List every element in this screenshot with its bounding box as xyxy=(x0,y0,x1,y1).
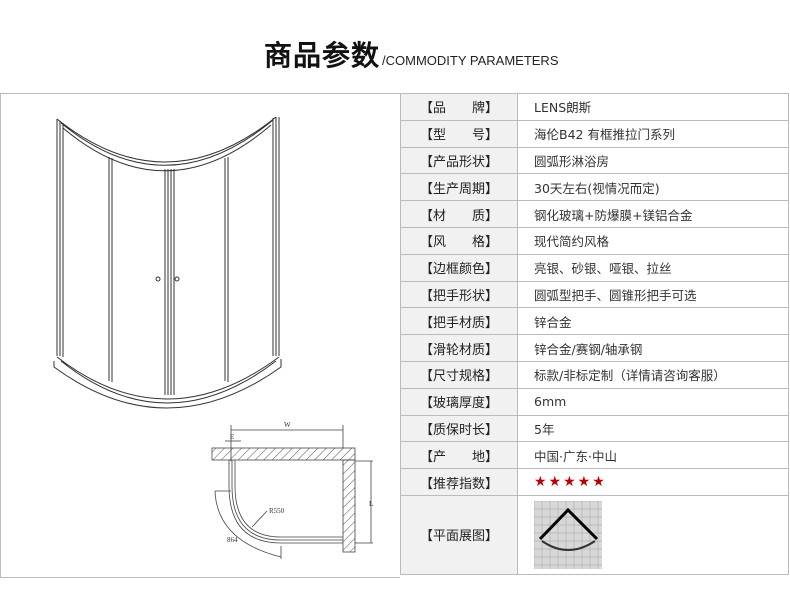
dim-r: R550 xyxy=(269,507,285,515)
param-label: 【把手材质】 xyxy=(400,307,518,336)
param-value: 5年 xyxy=(517,414,789,443)
param-value: 圆弧形淋浴房 xyxy=(517,146,789,175)
rating-stars: ★★★★★ xyxy=(517,468,789,496)
params-table: 【品 牌】LENS朗斯【型 号】海伦B42 有框推拉门系列【产品形状】圆弧形淋浴… xyxy=(400,93,789,575)
param-row: 【玻璃厚度】6mm xyxy=(400,387,789,416)
param-label: 【滑轮材质】 xyxy=(400,334,518,362)
param-row: 【尺寸规格】标款/非标定制（详情请咨询客服） xyxy=(400,360,789,389)
param-row: 【推荐指数】★★★★★ xyxy=(400,468,789,496)
param-value: 现代简约风格 xyxy=(517,226,789,255)
param-value: 钢化玻璃+防爆膜+镁铝合金 xyxy=(517,200,789,228)
param-value xyxy=(517,494,789,575)
param-row: 【把手材质】锌合金 xyxy=(400,307,789,336)
param-label: 【材 质】 xyxy=(400,200,518,228)
param-value: 亮银、砂银、哑银、拉丝 xyxy=(517,253,789,282)
param-value: 6mm xyxy=(517,387,789,416)
param-label: 【生产周期】 xyxy=(400,173,518,202)
floor-plan-drawing: W E L R550 864 xyxy=(211,421,373,559)
param-label: 【边框颜色】 xyxy=(400,253,518,282)
param-label: 【产 地】 xyxy=(400,441,518,470)
param-row: 【风 格】现代简约风格 xyxy=(400,226,789,255)
title-en: /COMMODITY PARAMETERS xyxy=(382,53,559,68)
param-row: 【产品形状】圆弧形淋浴房 xyxy=(400,146,789,175)
param-row: 【把手形状】圆弧型把手、圆锥形把手可选 xyxy=(400,280,789,309)
param-row: 【边框颜色】亮银、砂银、哑银、拉丝 xyxy=(400,253,789,282)
param-row: 【生产周期】30天左右(视情况而定) xyxy=(400,173,789,202)
param-value: LENS朗斯 xyxy=(517,93,789,121)
param-label: 【推荐指数】 xyxy=(400,468,518,496)
param-value: 海伦B42 有框推拉门系列 xyxy=(517,119,789,148)
param-row: 【品 牌】LENS朗斯 xyxy=(400,93,789,121)
param-value: 标款/非标定制（详情请咨询客服） xyxy=(517,360,789,389)
param-value: 中国·广东·中山 xyxy=(517,441,789,470)
param-label: 【平面展图】 xyxy=(400,494,518,575)
param-value: 30天左右(视情况而定) xyxy=(517,173,789,202)
dim-l: L xyxy=(369,500,373,508)
param-row: 【型 号】海伦B42 有框推拉门系列 xyxy=(400,119,789,148)
param-label: 【型 号】 xyxy=(400,119,518,148)
page-title: 商品参数 /COMMODITY PARAMETERS xyxy=(264,34,559,74)
param-value: 锌合金/赛钢/轴承钢 xyxy=(517,334,789,362)
param-row: 【材 质】钢化玻璃+防爆膜+镁铝合金 xyxy=(400,200,789,228)
param-row: 【产 地】中国·广东·中山 xyxy=(400,441,789,470)
param-label: 【产品形状】 xyxy=(400,146,518,175)
param-value: 圆弧型把手、圆锥形把手可选 xyxy=(517,280,789,309)
param-label: 【质保时长】 xyxy=(400,414,518,443)
title-cn: 商品参数 xyxy=(264,39,381,72)
param-row: 【滑轮材质】锌合金/赛钢/轴承钢 xyxy=(400,334,789,362)
dim-arc: 864 xyxy=(227,536,238,544)
param-label: 【尺寸规格】 xyxy=(400,360,518,389)
param-row: 【质保时长】5年 xyxy=(400,414,789,443)
param-label: 【把手形状】 xyxy=(400,280,518,309)
param-row: 【平面展图】 xyxy=(400,494,789,575)
dim-e: E xyxy=(230,433,234,441)
dim-w: W xyxy=(284,421,291,429)
param-label: 【品 牌】 xyxy=(400,93,518,121)
product-drawing-panel: W E L R550 864 xyxy=(0,93,400,578)
param-label: 【风 格】 xyxy=(400,226,518,255)
floor-plan-thumbnail xyxy=(534,500,602,569)
param-value: 锌合金 xyxy=(517,307,789,336)
shower-enclosure-drawing xyxy=(53,116,282,409)
param-label: 【玻璃厚度】 xyxy=(400,387,518,416)
